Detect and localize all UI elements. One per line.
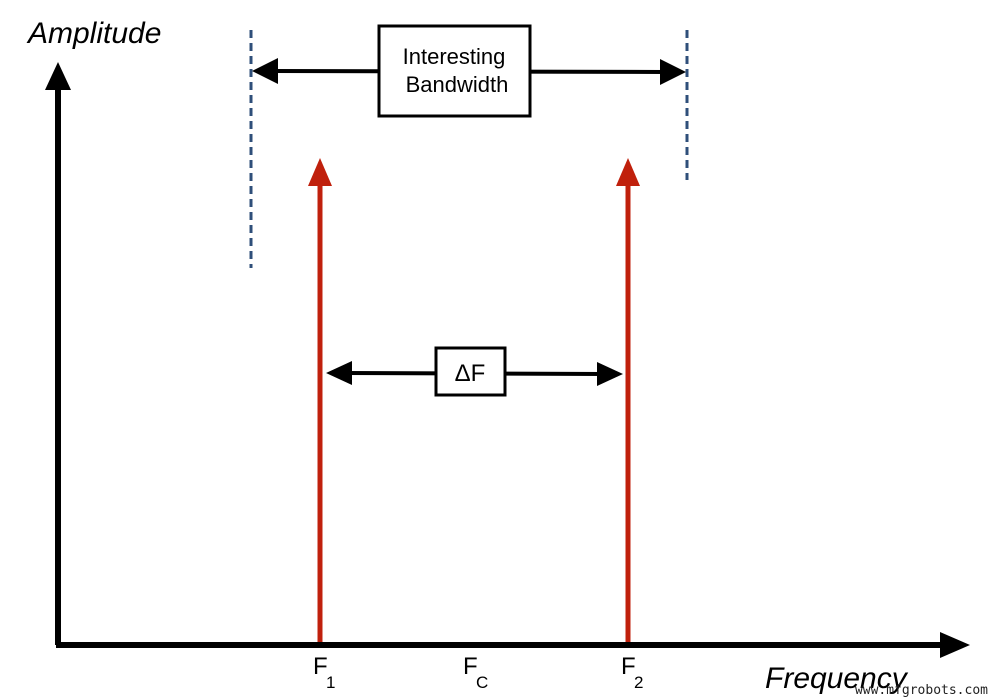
f1-label: F <box>313 653 328 680</box>
y-axis-title: Amplitude <box>26 17 161 50</box>
bandwidth-label-box <box>377 24 532 118</box>
f2-signal-arrowhead <box>616 158 640 186</box>
f2-subscript: 2 <box>634 673 643 692</box>
bandwidth-arrow-left-head <box>252 58 278 84</box>
fc-subscript: C <box>476 673 488 692</box>
delta-arrow-left-head <box>326 361 352 385</box>
f1-signal-arrowhead <box>308 158 332 186</box>
delta-arrow-right-head <box>597 362 623 386</box>
delta-label-box <box>434 346 507 397</box>
y-axis-arrowhead <box>45 62 71 90</box>
fc-label: F <box>463 653 478 680</box>
f2-label: F <box>621 653 636 680</box>
bandwidth-label-line2: Bandwidth <box>406 72 509 97</box>
f1-subscript: 1 <box>326 673 335 692</box>
x-axis-arrowhead <box>940 632 970 658</box>
x-axis-title: Frequency <box>765 662 909 695</box>
bandwidth-arrow-right-head <box>660 59 686 85</box>
delta-label: ΔF <box>455 360 486 387</box>
watermark-text: www.mfgrobots.com <box>855 683 988 698</box>
bandwidth-label-line1: Interesting <box>403 44 506 69</box>
